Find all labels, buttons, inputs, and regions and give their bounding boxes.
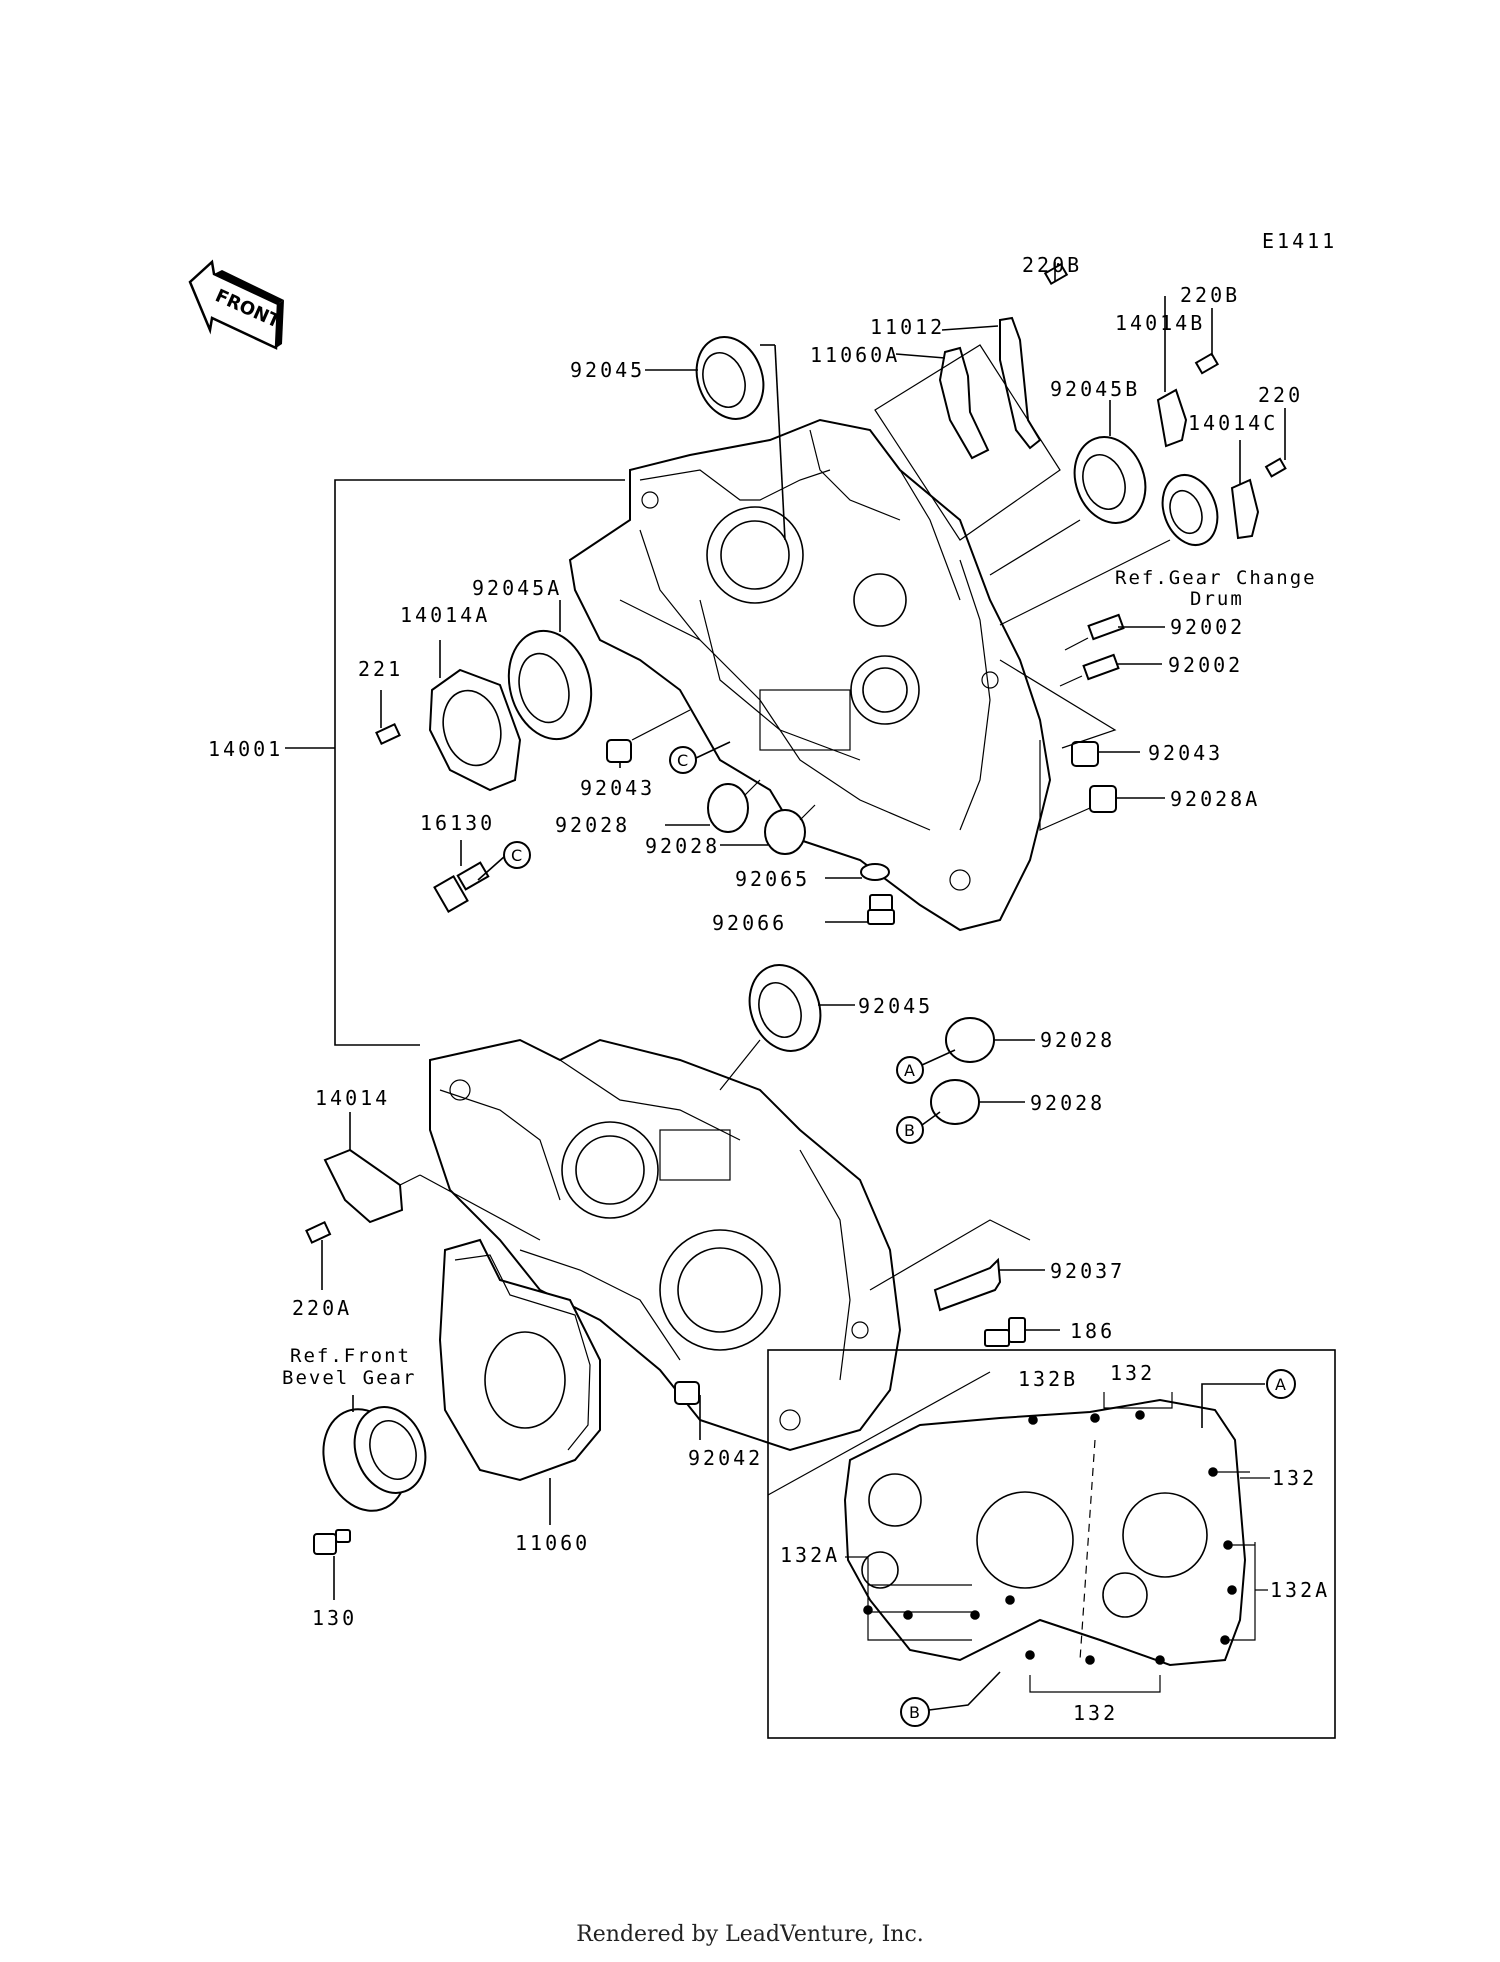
upper-crankcase <box>568 418 1052 932</box>
bolt-186 <box>984 1317 1060 1347</box>
label-132-top: 132 <box>1110 1361 1155 1385</box>
label-92045A: 92045A <box>472 576 562 600</box>
bearing-92045A <box>507 600 593 741</box>
plate-14014 <box>323 1112 541 1241</box>
bearing-92045B <box>989 400 1147 576</box>
stud-92002-2 <box>1059 653 1162 687</box>
label-220B-2: 220B <box>1180 283 1240 307</box>
label-92045B: 92045B <box>1050 377 1140 401</box>
drain-bolt-92066 <box>825 894 895 925</box>
label-92037: 92037 <box>1050 1259 1125 1283</box>
label-14014B: 14014B <box>1115 311 1205 335</box>
bracket-11012 <box>941 316 1042 450</box>
marker-b-inset: B <box>909 1703 920 1722</box>
bearing-92045-mid <box>719 964 855 1091</box>
label-14001: 14001 <box>208 737 283 761</box>
ref-gear-change-line2: Drum <box>1190 588 1244 610</box>
front-arrow-icon: FRONT <box>188 259 284 350</box>
label-92043-left: 92043 <box>580 776 655 800</box>
label-14014C: 14014C <box>1188 411 1278 435</box>
footer-credit: Rendered by LeadVenture, Inc. <box>576 1922 924 1947</box>
screw-220B-2 <box>1194 308 1220 375</box>
label-92028-B: 92028 <box>1030 1091 1105 1115</box>
label-132-right: 132 <box>1272 1466 1317 1490</box>
ref-front-bevel-line2: Bevel Gear <box>282 1367 416 1389</box>
label-92028-1: 92028 <box>555 813 630 837</box>
dowel-92043-right <box>999 659 1140 767</box>
bracket-11060A <box>874 344 1061 541</box>
screw-220B-1 <box>1043 262 1069 286</box>
label-220A: 220A <box>292 1296 352 1320</box>
label-220: 220 <box>1258 383 1303 407</box>
label-132A-right: 132A <box>1270 1578 1330 1602</box>
label-92028-A: 92028 <box>1040 1028 1115 1052</box>
plate-14014B <box>1156 296 1188 448</box>
label-11060: 11060 <box>515 1531 590 1555</box>
svg-text:C: C <box>677 751 688 770</box>
label-130: 130 <box>312 1606 357 1630</box>
label-92028-2: 92028 <box>645 834 720 858</box>
svg-text:C: C <box>511 846 522 865</box>
lower-crankcase <box>429 1038 902 1452</box>
label-92002-1: 92002 <box>1170 615 1245 639</box>
front-bevel-gear <box>322 1395 427 1512</box>
plug-92028-B: B <box>896 1079 1025 1144</box>
label-11012: 11012 <box>870 315 945 339</box>
bolt-130 <box>313 1529 351 1600</box>
label-16130: 16130 <box>420 811 495 835</box>
marker-c-2: C <box>503 841 531 869</box>
label-92066: 92066 <box>712 911 787 935</box>
sensor-16130 <box>433 840 506 913</box>
ref-front-bevel-line1: Ref.Front <box>290 1345 411 1367</box>
cover-14014A <box>428 640 522 792</box>
label-92028A: 92028A <box>1170 787 1260 811</box>
plug-92028-1 <box>665 779 761 833</box>
dowel-92043-left <box>606 709 691 768</box>
plug-92028-2 <box>720 804 816 855</box>
label-221: 221 <box>358 657 403 681</box>
washer-92065 <box>825 863 890 881</box>
label-11060A: 11060A <box>810 343 900 367</box>
bracket-92037 <box>869 1219 1045 1312</box>
marker-a-inset: A <box>1275 1375 1286 1394</box>
bearing-92045-top <box>645 336 786 541</box>
diagram-code: E1411 <box>1262 229 1337 253</box>
label-220B-1: 220B <box>1022 253 1082 277</box>
ref-gear-change-line1: Ref.Gear Change <box>1115 567 1317 589</box>
label-92065: 92065 <box>735 867 810 891</box>
label-14014: 14014 <box>315 1086 390 1110</box>
screw-220A <box>305 1221 332 1290</box>
label-14014A: 14014A <box>400 603 490 627</box>
label-92045-mid: 92045 <box>858 994 933 1018</box>
plug-92028A <box>1039 740 1165 831</box>
gasket-11060 <box>438 1238 601 1525</box>
label-92043-right: 92043 <box>1148 741 1223 765</box>
bearing-gear-change-drum <box>999 474 1219 626</box>
plug-92028-A: A <box>896 1017 1035 1084</box>
label-92002-2: 92002 <box>1168 653 1243 677</box>
screw-220 <box>1264 408 1287 478</box>
label-132-bottom: 132 <box>1073 1701 1118 1725</box>
label-186: 186 <box>1070 1319 1115 1343</box>
screw-221 <box>375 690 401 745</box>
label-132A-left: 132A <box>780 1543 840 1567</box>
svg-text:B: B <box>904 1121 915 1140</box>
label-92045-top: 92045 <box>570 358 645 382</box>
plate-14014C <box>1230 440 1260 540</box>
label-92042: 92042 <box>688 1446 763 1470</box>
bracket-14001 <box>285 479 625 1046</box>
stud-92002-1 <box>1064 613 1165 651</box>
svg-text:A: A <box>904 1061 915 1080</box>
marker-c-1: C <box>669 741 731 774</box>
dowel-92042 <box>674 1381 701 1440</box>
label-132B: 132B <box>1018 1367 1078 1391</box>
inset-bolt-pattern: A B <box>767 1349 1336 1739</box>
